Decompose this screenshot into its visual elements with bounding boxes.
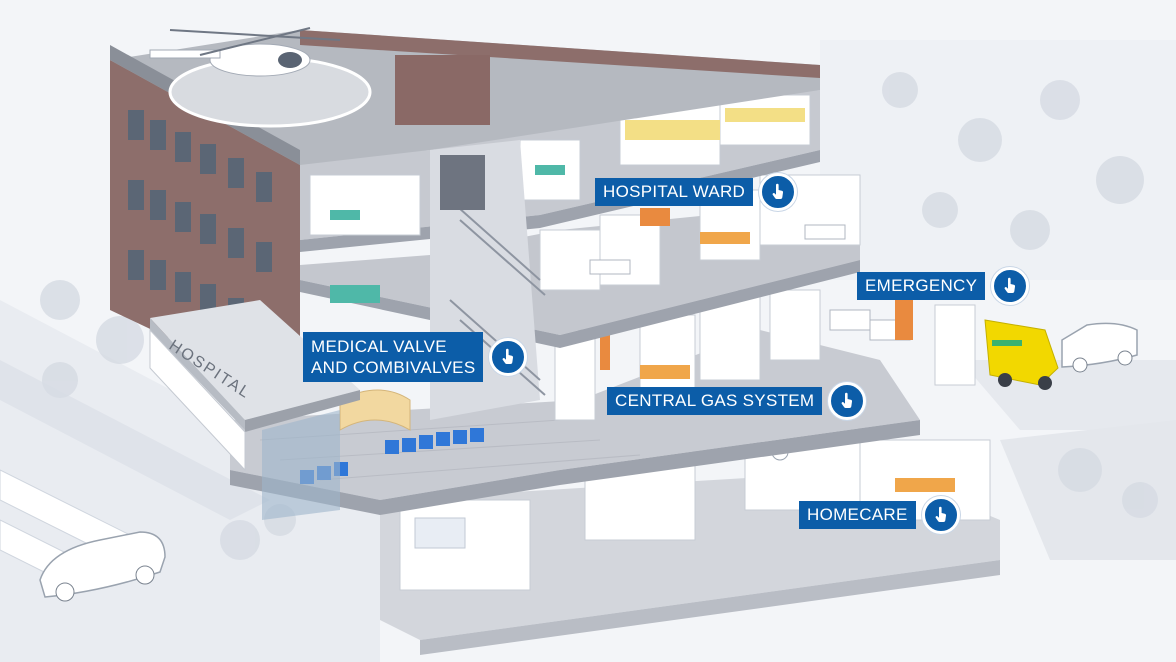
- tap-hand-icon[interactable]: [828, 382, 867, 420]
- parked-car: [39, 531, 166, 602]
- parked-suv: [1061, 322, 1138, 373]
- hotspot-label: HOMECARE: [799, 501, 916, 529]
- helicopter: [149, 27, 341, 77]
- hotspot-label: CENTRAL GAS SYSTEM: [607, 387, 823, 415]
- hotspot-label-line2: AND COMBIVALVES: [311, 358, 476, 377]
- tap-hand-icon[interactable]: [991, 267, 1030, 305]
- hotspot-emergency[interactable]: EMERGENCY: [857, 267, 1030, 305]
- hotspot-hospital-ward[interactable]: HOSPITAL WARD: [595, 173, 798, 211]
- hotspot-label: HOSPITAL WARD: [595, 178, 754, 206]
- tap-hand-icon[interactable]: [489, 338, 528, 376]
- brick-facade: [110, 30, 820, 400]
- hotspot-label-line1: MEDICAL VALVE: [311, 337, 447, 356]
- hotspot-label: MEDICAL VALVE AND COMBIVALVES: [303, 332, 484, 382]
- tap-hand-icon[interactable]: [921, 496, 960, 534]
- hotspot-homecare[interactable]: HOMECARE: [799, 496, 960, 534]
- hotspot-medical-valve[interactable]: MEDICAL VALVE AND COMBIVALVES: [303, 332, 528, 382]
- ambulance: [984, 319, 1059, 390]
- entrance-canopy: HOSPITAL: [149, 300, 360, 520]
- ground-area: [0, 40, 1176, 662]
- hotspot-central-gas-system[interactable]: CENTRAL GAS SYSTEM: [607, 382, 867, 420]
- tap-hand-icon[interactable]: [759, 173, 798, 211]
- hotspot-label: EMERGENCY: [857, 272, 986, 300]
